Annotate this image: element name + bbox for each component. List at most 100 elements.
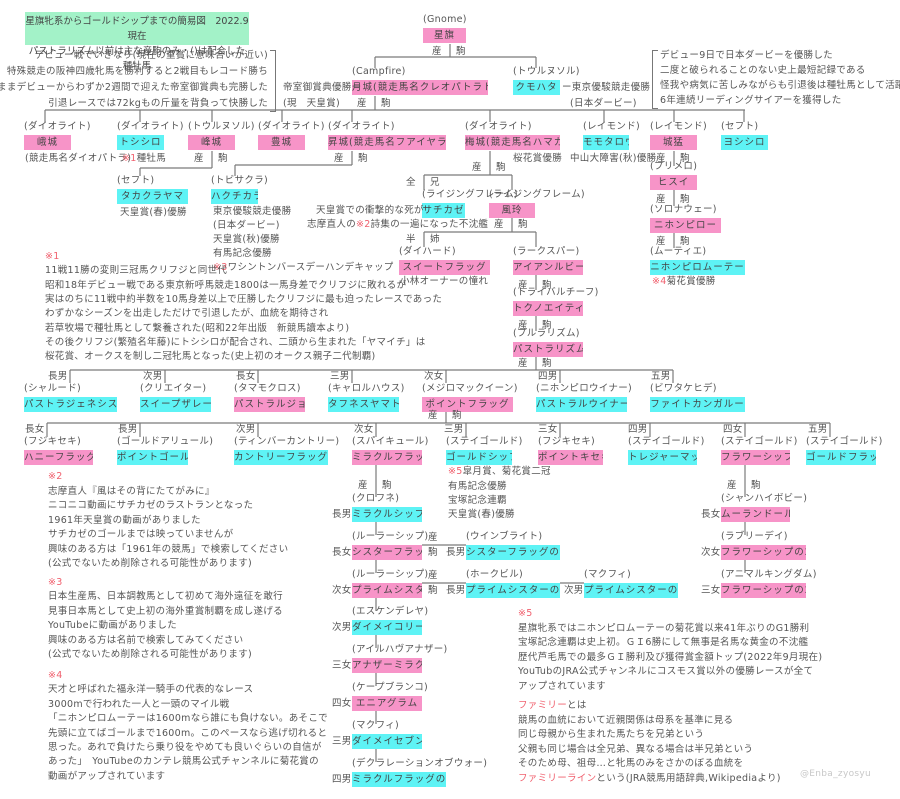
footnote-line: 先頭に立てばゴールまで1600m。このペースなら逃げ切れると [48, 727, 328, 739]
relation-label: 産 [472, 162, 482, 173]
sire-label: (ステイゴールド) [806, 436, 883, 447]
footnote-mark: ※4 [48, 670, 63, 681]
relation-label: 駒 [751, 480, 761, 491]
sire-label: (ライジングフレーム) [489, 189, 585, 200]
horse-box-gajo: 峨城 [24, 135, 71, 150]
horse-box-nihonpiro: ニホンピロー [650, 218, 721, 233]
horse-box-daimei7: ダイメイセブン [352, 734, 422, 749]
sire-label: (アニマルキングダム) [721, 569, 817, 580]
horse-box-country: カントリーフラッグ [234, 450, 328, 465]
relation-label: 駒 [218, 153, 228, 164]
birth-order: 次女 [354, 424, 374, 435]
sire-label: (トビサクラ) [211, 175, 269, 186]
label-text: ー東京優駿競走優勝 [562, 82, 651, 93]
horse-box-tafness: タフネスヤマト [328, 397, 399, 412]
horse-box-sweetflag: スイートフラッグ [399, 260, 490, 275]
footnote-line: 競馬の血統において近親関係は母系を基準に見る [518, 715, 734, 726]
story-line: 二度と破られることのない史上最短記録である [660, 65, 866, 76]
birth-order: 長男 [48, 371, 68, 382]
sire-label: (トウルヌソル) [188, 121, 255, 132]
birth-order: 次男 [332, 622, 352, 633]
horse-box-hisui: ヒスイ [650, 175, 697, 190]
sire-label: (セフト) [721, 121, 759, 132]
horse-box-honey: ハニーフラッグ [24, 450, 93, 465]
birth-order: 三女 [701, 585, 721, 596]
toshishiro-note: ※1種牡馬 [122, 153, 166, 165]
birth-order: 長女 [25, 424, 45, 435]
sire-label: (ルーラーシップ) [352, 569, 429, 580]
horse-box-minejo: 峰城 [188, 135, 235, 150]
sire-label: (アイルハヴアナザー) [352, 644, 448, 655]
horse-box-muter: ニホンピロムーテー [650, 260, 745, 275]
horse-box-prime: プライムシスター [352, 583, 422, 598]
horse-box-ennea: エニアグラム [352, 696, 422, 711]
footnote-mark: ※1 [45, 251, 60, 262]
label-text: 小林オーナーの憧れ [400, 276, 489, 287]
sire-label: (ソロナウェー) [650, 204, 717, 215]
horse-box-hakuchikara: ハクチカラ [211, 189, 258, 204]
relation-label: 産 [432, 46, 442, 57]
family-heading: ファミリーとは [518, 700, 587, 712]
footnote-mark: ※2 [48, 471, 63, 482]
relation-label: 産 [656, 194, 666, 205]
relation-label: 駒 [452, 410, 462, 421]
birth-order: 次男 [236, 424, 256, 435]
note-mark: ※1 [122, 153, 137, 164]
story-line: 6年連続リーディングサイアーを獲得した [660, 95, 842, 106]
birth-order: 次女 [332, 585, 352, 596]
note-text: 菊花賞優勝 [666, 276, 716, 287]
relation-label: 産 [358, 480, 368, 491]
label-text: 天皇賞(春)優勝 [120, 207, 187, 218]
birth-order: 長女 [701, 509, 721, 520]
sire-label: (デクラレーションオブウォー) [352, 758, 488, 769]
sire-label: (ルーラーシップ) [352, 531, 429, 542]
story-line: そのままデビューからわずか2週間で迎えた帝室御賞典も完勝した [0, 82, 268, 93]
label-text: (現 天皇賞) [283, 98, 341, 109]
sire-label: (トウルヌソル) [513, 66, 580, 77]
relation-label: 産 [194, 153, 204, 164]
label-text: (競走馬名ダイオパトラ) [25, 153, 132, 164]
horse-box-shojo: 昇城(競走馬名フアイヤライト) [328, 135, 446, 150]
relation-label: 半 [406, 234, 416, 245]
label-text: 宝塚記念連覇 [448, 495, 507, 506]
sire-label: (ニホンピロウイナー) [536, 383, 633, 394]
birth-order: 長女 [332, 547, 352, 558]
sire-label: (ダイオライト) [465, 121, 532, 132]
right-bracket [652, 50, 658, 109]
relation-label: 産 [518, 358, 528, 369]
sachikaze-note: 志摩直人の※2詩集の一遍になった不沈艦 [307, 219, 488, 231]
sire-label: (トライバルチーフ) [513, 287, 599, 298]
footnote-mark: ※3 [48, 577, 63, 588]
relation-label: 全 [406, 177, 416, 188]
birth-order: 三女 [538, 424, 558, 435]
sire-label: (ティンバーカントリー) [234, 436, 340, 447]
note-text: 種牡馬 [136, 153, 167, 164]
sire-label: (ダイオライト) [328, 121, 395, 132]
hakuchikara-mark-note: ※3ワシントンバースデーハンデキャップ [213, 262, 394, 274]
footnote-line: YouTubeに動画がありました [48, 620, 177, 632]
footnote-line: 昭和18年デビュー戦である東京新呼馬競走1800は一馬身差でクリフジに敗れるが [45, 279, 407, 291]
birth-order: 四男 [332, 774, 352, 785]
footnote-line: 若草牧場で種牡馬として繋養された(昭和22年出版 新競馬讀本より) [45, 322, 350, 334]
horse-box-umejo: 梅城(競走馬名ハマカゼ) [465, 135, 560, 150]
label-text: 有馬記念優勝 [448, 481, 507, 492]
footnote-line: 歴代芦毛馬での最多ＧＩ勝利及び獲得賞金額トップ(2022年9月現在) [518, 651, 823, 663]
sire-label: (シャンハイボビー) [721, 493, 808, 504]
story-line: デビュー9日で日本ダービーを優勝した [660, 50, 833, 61]
footnote-line: 同じ母親から生まれた馬たちを兄弟という [518, 729, 705, 741]
horse-box-kumohata: クモハタ [513, 80, 560, 95]
horse-box-fs21: フラワーシップの21 [721, 545, 806, 560]
horse-box-furei: 風玲 [489, 203, 535, 218]
horse-box-moulin: ムーランドール [721, 507, 790, 522]
relation-label: 産 [428, 532, 438, 543]
sire-label: (フジキセキ) [538, 436, 596, 447]
note-mark: ※2 [356, 219, 371, 230]
sire-label: (レイモンド) [583, 121, 641, 132]
horse-box-miracleship: ミラクルシップ [352, 507, 422, 522]
note-mark: ファミリー [518, 700, 568, 711]
footnote-line: 志摩直人『風はその背にたてがみに』 [48, 485, 215, 497]
horse-box-toyoshiro: 豊城 [258, 135, 305, 150]
horse-box-tsukishiro: 月城(競走馬名クレオパトラトマス) [352, 80, 488, 95]
label-text: 桜花賞優勝 [513, 153, 563, 164]
